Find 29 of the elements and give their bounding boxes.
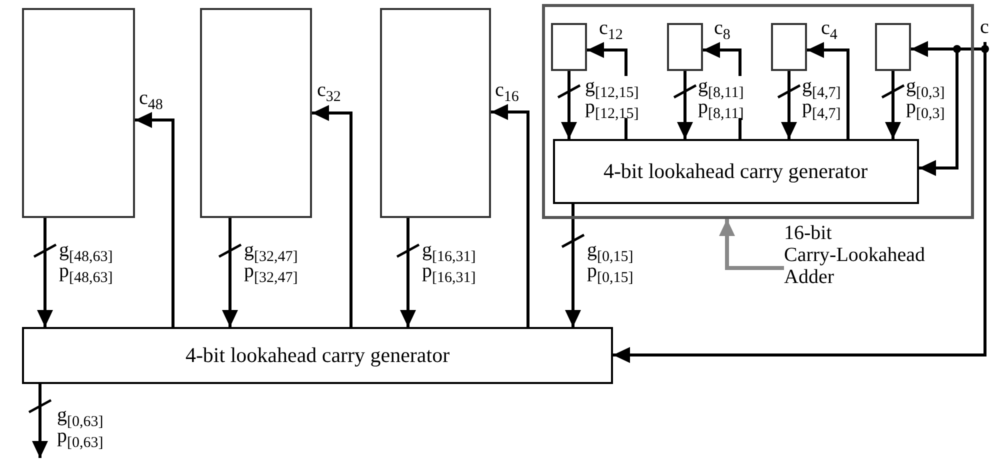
arrow <box>312 105 352 327</box>
arrow <box>781 71 797 139</box>
annotation-text: 16-bit Carry-Lookahead Adder <box>784 222 934 294</box>
pointer-arrow <box>719 219 784 270</box>
arrow <box>561 71 577 139</box>
adder-block <box>550 22 586 70</box>
adder-block <box>380 8 491 218</box>
group-frame <box>542 4 974 219</box>
adder-block <box>770 22 806 70</box>
adder-block <box>22 8 135 218</box>
edge-label: g$_{[8,11]}$ p$_{[8,11]}$ <box>697 76 745 118</box>
arrow <box>613 42 986 363</box>
carry-generator-box: 4-bit lookahead carry generator <box>22 327 613 384</box>
adder-block <box>200 8 312 218</box>
arrow <box>135 112 174 327</box>
arrow <box>222 218 238 327</box>
edge-label: g$_{[12,15]}$ p$_{[12,15]}$ <box>584 76 640 118</box>
carry-generator-box: 4-bit lookahead carry generator <box>552 138 918 204</box>
adder-block <box>874 22 910 70</box>
arrow <box>885 71 901 139</box>
arrow <box>565 204 581 327</box>
arrow <box>400 218 416 327</box>
output-arrow <box>32 384 48 458</box>
adder-block <box>666 22 702 70</box>
signal-name: c <box>980 16 996 42</box>
arrow <box>491 104 530 327</box>
arrow <box>807 42 850 139</box>
arrow <box>37 218 53 327</box>
arrow <box>677 71 693 139</box>
